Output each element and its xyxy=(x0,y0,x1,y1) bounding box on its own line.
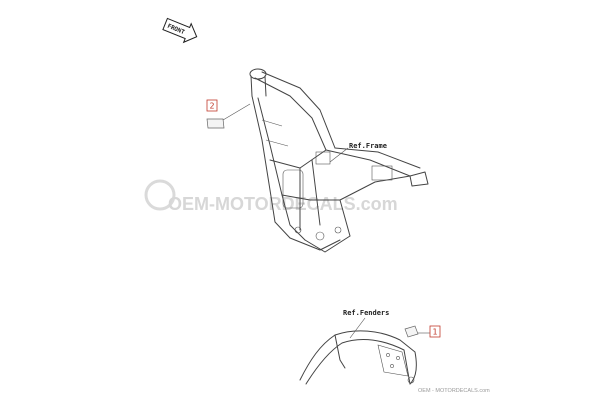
footer-watermark: OEM - MOTORDECALS.com xyxy=(418,388,490,394)
callout-2: 2 xyxy=(206,99,251,129)
fender-drawing xyxy=(299,330,417,385)
front-arrow: FRONT xyxy=(162,17,198,44)
decal-piece-2 xyxy=(206,118,225,129)
callout-2-number: 2 xyxy=(209,102,214,111)
frame-drawing xyxy=(249,68,429,253)
watermark: OEM-MOTORDECALS.com xyxy=(144,179,398,214)
decal-piece-1 xyxy=(404,325,419,338)
callout-1: 1 xyxy=(404,325,441,338)
ref-fenders-label: Ref.Fenders xyxy=(343,309,389,317)
watermark-logo-icon xyxy=(144,179,176,211)
callout-1-number: 1 xyxy=(432,328,437,337)
ref-frame-label: Ref.Frame xyxy=(349,142,387,150)
